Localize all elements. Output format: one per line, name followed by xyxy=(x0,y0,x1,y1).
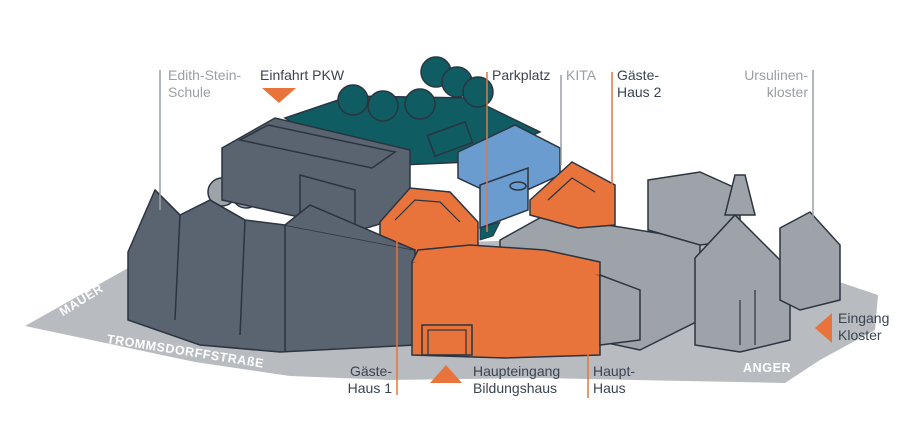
label-gaestehaus-1: Gäste- Haus 1 xyxy=(347,363,392,396)
arrow-down-icon xyxy=(262,88,296,103)
kita-building xyxy=(457,124,561,241)
arrow-up-icon xyxy=(430,365,462,383)
label-ursulinenkloster: Ursulinen- kloster xyxy=(744,67,808,100)
street-anger: ANGER xyxy=(743,361,792,375)
arrow-left-icon xyxy=(815,313,832,343)
label-edith-stein-schule: Edith-Stein- Schule xyxy=(168,67,242,100)
label-kita: KITA xyxy=(566,67,597,83)
leader-lines xyxy=(159,70,814,398)
trommsdorff-house-row xyxy=(127,188,416,353)
label-haupthaus: Haupt- Haus xyxy=(593,363,636,396)
haupthaus-building xyxy=(411,244,601,359)
bildungshaus-wing xyxy=(599,273,641,346)
label-eingang-kloster: Eingang Kloster xyxy=(838,310,890,343)
label-einfahrt-pkw: Einfahrt PKW xyxy=(260,67,345,83)
gaestehaus-2-building xyxy=(529,161,616,229)
label-parkplatz: Parkplatz xyxy=(492,67,551,83)
label-gaestehaus-2: Gäste- Haus 2 xyxy=(617,67,662,100)
label-haupteingang-bildungshaus: Haupteingang Bildungshaus xyxy=(473,363,561,396)
